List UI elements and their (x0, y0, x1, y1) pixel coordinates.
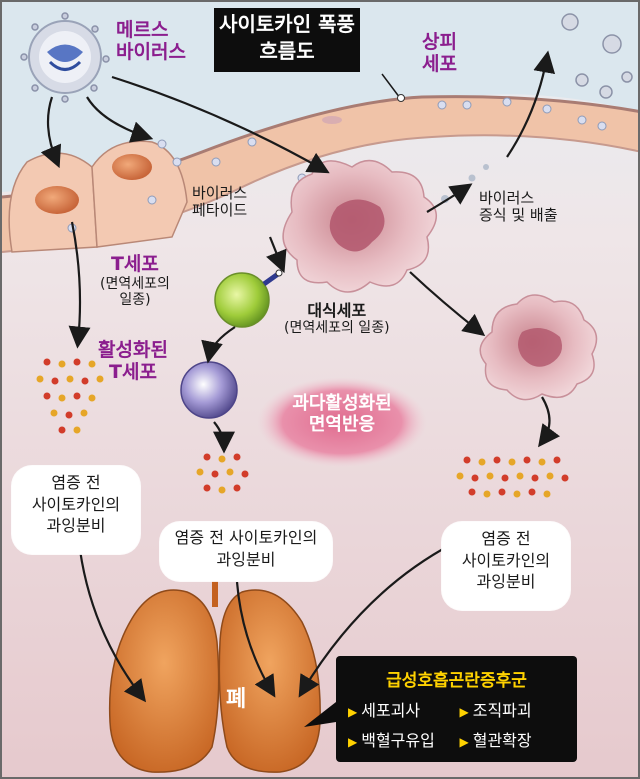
ards-box: 급성호흡곤란증후군 ▶세포괴사 ▶조직파괴 ▶백혈구유입 ▶혈관확장 (336, 656, 577, 762)
triangle-bullet-icon: ▶ (348, 705, 358, 719)
epithelial-cell-label: 상피 세포 (422, 31, 457, 75)
virus-replication-label: 바이러스 증식 및 배출 (479, 189, 558, 225)
cytokine-middle-label: 염증 전 사이토카인의 과잉분비 (160, 522, 332, 581)
ards-item: ▶조직파괴 (459, 701, 532, 720)
cytokine-cluster-middle (196, 453, 249, 494)
title-line-2: 흐름도 (259, 39, 315, 63)
cytokine-left-label: 염증 전 사이토카인의 과잉분비 (12, 466, 140, 554)
t-cell-label: T세포 (면역세포의 일종) (100, 253, 170, 308)
triangle-bullet-icon: ▶ (459, 705, 469, 719)
triangle-bullet-icon: ▶ (348, 735, 358, 749)
ards-item: ▶백혈구유입 (348, 731, 435, 750)
t-cell (214, 272, 270, 328)
cytokine-right-label: 염증 전 사이토카인의 과잉분비 (442, 522, 570, 610)
macrophage-cell (282, 159, 437, 293)
triangle-bullet-icon: ▶ (459, 735, 469, 749)
activated-macrophage-cell (479, 294, 598, 401)
macrophage-label: 대식세포 (면역세포의 일종) (284, 301, 390, 337)
virus-peptide-label: 바이러스 페타이드 (192, 184, 248, 220)
mers-virus-label: 메르스 바이러스 (116, 19, 186, 63)
title-line-1: 사이토카인 폭풍 (219, 12, 355, 36)
cytokine-cluster-right (456, 456, 569, 498)
mers-virus (28, 20, 102, 94)
diagram-title: 사이토카인 폭풍 흐름도 (214, 8, 360, 72)
ards-item: ▶세포괴사 (348, 701, 421, 720)
ards-items: ▶세포괴사 ▶조직파괴 ▶백혈구유입 ▶혈관확장 (348, 697, 565, 751)
ards-item: ▶혈관확장 (459, 731, 532, 750)
cytokine-cluster-left (36, 358, 104, 434)
ards-title: 급성호흡곤란증후군 (386, 671, 527, 691)
activated-t-cell (180, 361, 238, 419)
activated-t-cell-label: 활성화된 T세포 (98, 339, 168, 383)
hyperactivated-immune-label: 과다활성화된 면역반응 (292, 393, 392, 435)
lung-label: 폐 (226, 687, 247, 712)
